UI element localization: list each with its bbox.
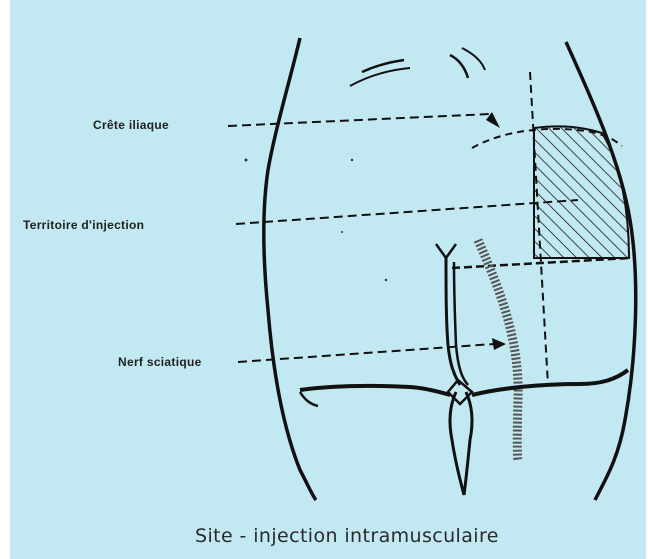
- sciatic-nerve-leader: [238, 344, 494, 362]
- gluteal-cleft-right: [454, 262, 468, 385]
- sciatic-nerve-label: Nerf sciatique: [118, 355, 202, 369]
- injection-zone-hatch: [534, 126, 629, 258]
- diagram-caption: Site - injection intramusculaire: [195, 525, 615, 547]
- right-gluteal-fold: [472, 370, 628, 395]
- left-body-outline: [264, 38, 316, 500]
- lower-cleft: [450, 392, 464, 495]
- iliac-crest-leader: [228, 114, 490, 126]
- left-fold-lower: [300, 392, 318, 406]
- sciatic-nerve-band: [478, 240, 518, 460]
- scan-speck: [351, 159, 353, 161]
- sacral-y-mark: [436, 244, 456, 258]
- right-dimple-mark-2: [462, 48, 485, 70]
- iliac-crest-label: Crête iliaque: [93, 118, 169, 132]
- left-gluteal-fold: [300, 386, 450, 395]
- right-body-outline: [566, 42, 636, 500]
- right-dimple-mark: [450, 55, 468, 78]
- injection-zone-leader: [236, 200, 578, 224]
- lower-cleft-2: [464, 392, 472, 495]
- scan-speck: [341, 231, 343, 233]
- scan-speck: [385, 279, 387, 281]
- injection-zone-label: Territoire d'injection: [23, 218, 144, 232]
- left-dimple-mark-2: [350, 68, 410, 86]
- scan-speck: [245, 159, 248, 162]
- sciatic-nerve-arrowhead: [492, 338, 506, 350]
